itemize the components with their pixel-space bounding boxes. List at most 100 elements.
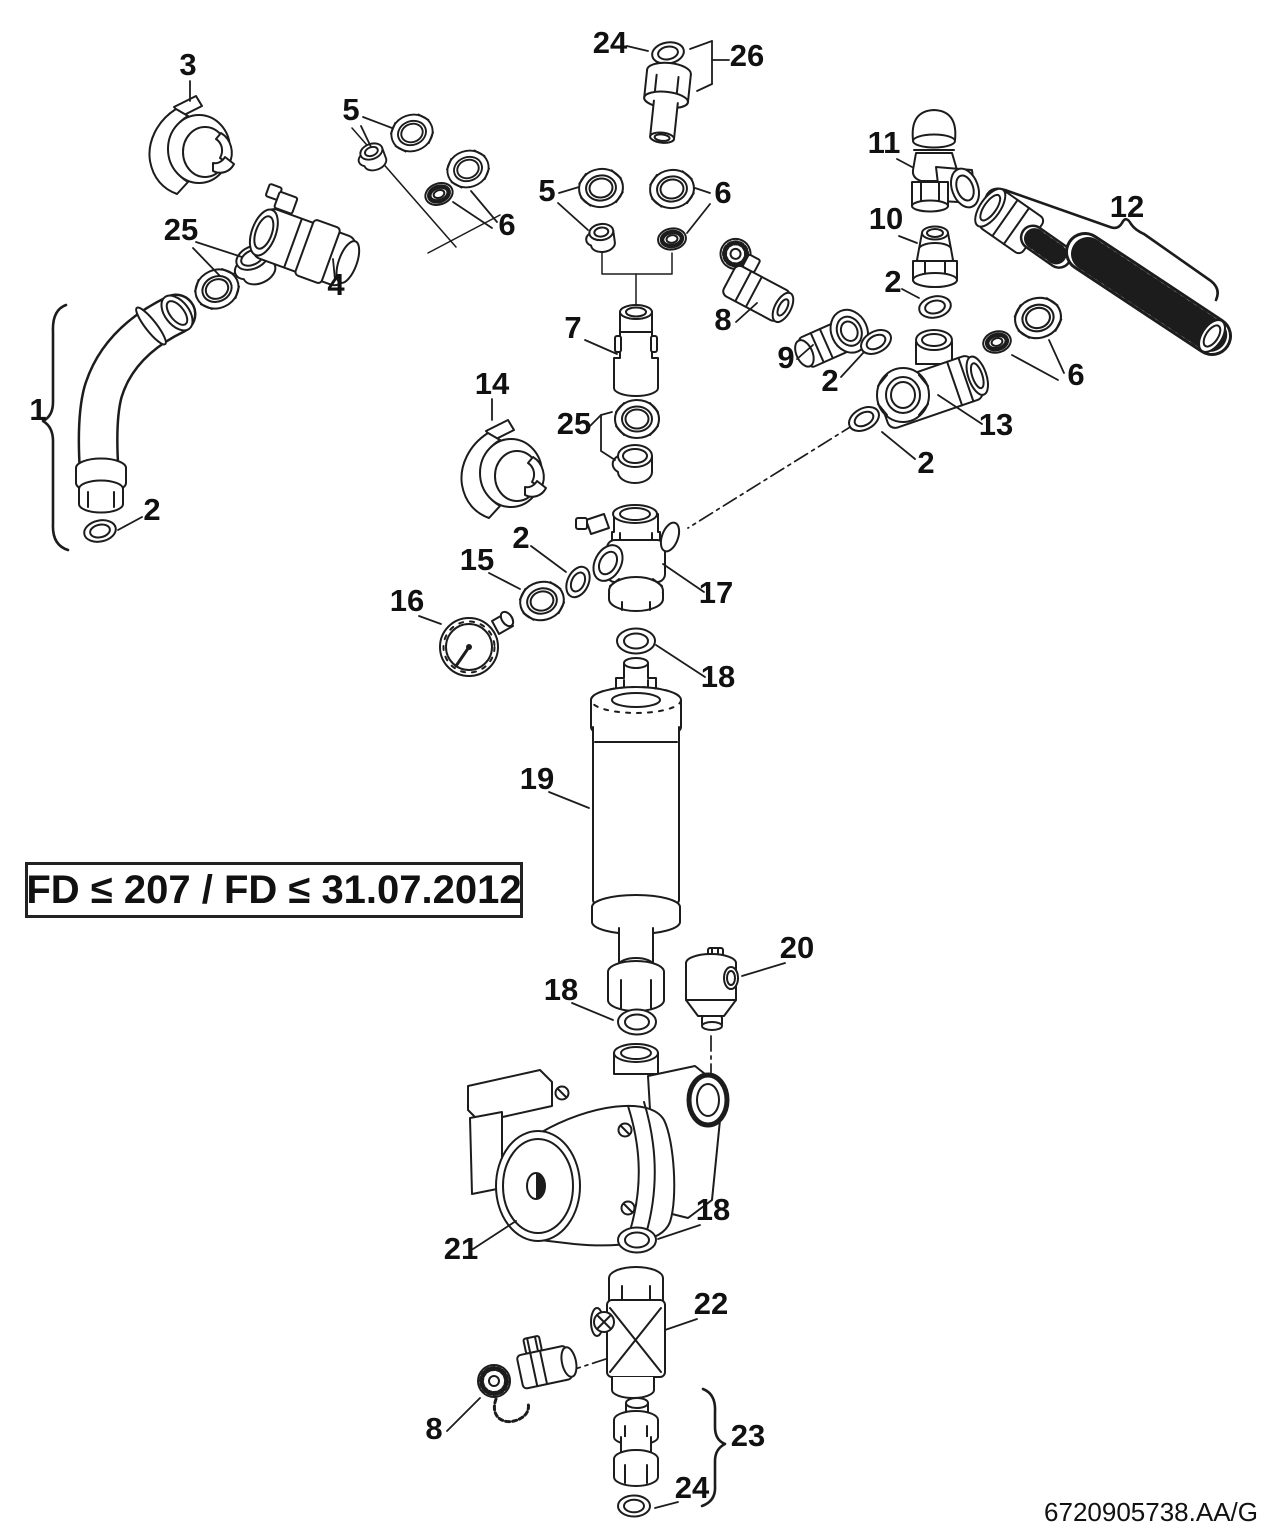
part-6-union-nut [646,166,698,212]
callout-number-2: 2 [884,264,901,299]
callout-number-25: 25 [164,212,198,247]
callout-leader-line [686,203,711,234]
part-21-circulation-pump [467,1043,730,1247]
part-2-washer [81,516,119,546]
part-9-union-coupling [794,308,870,368]
callout-leader-line [1048,339,1065,374]
callout-leader-line [901,288,920,299]
part-5-nipple [583,221,617,256]
part-4-valve-cartridge [248,183,361,287]
part-7-coupler-pipe [613,304,659,397]
callout-number-17: 17 [699,575,733,610]
part-6-oring [657,227,688,252]
part-14-locking-clamp [460,419,547,519]
callout-leader-line [548,791,590,809]
callout-leader-line [694,187,711,194]
callout-number-9: 9 [777,340,794,375]
callout-number-24: 24 [675,1470,710,1505]
callout-number-22: 22 [694,1286,728,1321]
callout-leader-line [696,83,713,92]
callout-leader-line [332,258,336,281]
variant-label-box: FD ≤ 207 / FD ≤ 31.07.2012 [25,862,523,918]
part-18-gasket [616,627,656,655]
part-25-nut [614,399,660,439]
callout-leader-line [362,116,393,129]
variant-label: FD ≤ 207 / FD ≤ 31.07.2012 [26,867,522,912]
callout-number-8: 8 [714,302,731,337]
callout-number-4: 4 [327,267,345,302]
callout-leader-line [689,40,713,50]
callout-leader-line [195,241,243,258]
part-26-adapter-fitting [643,61,692,144]
part-2-washer [843,401,885,437]
part-19-separator-cylinder [590,657,682,1012]
part-18-gasket [617,1226,657,1254]
callout-number-13: 13 [979,407,1013,442]
part-18-gasket [617,1008,657,1036]
callout-leader-line [896,158,913,168]
part-20-air-vent [685,947,739,1031]
callout-number-12: 12 [1110,189,1144,224]
callout-leader-line [571,1002,614,1021]
callout-number-23: 23 [731,1418,765,1453]
callout-number-1: 1 [29,392,46,427]
part-6-union-nut [1009,291,1067,345]
callout-number-15: 15 [460,542,494,577]
callout-leader-line [840,351,865,378]
callout-number-2: 2 [917,445,934,480]
callout-number-6: 6 [714,175,731,210]
callout-leader-line [192,247,221,277]
part-13-tee-fitting [876,329,989,429]
callout-leader-line [664,1318,698,1331]
callout-number-18: 18 [544,972,578,1007]
callout-leader-line [418,615,442,625]
callout-leader-line [584,339,618,355]
callout-leader-line [470,190,498,223]
callout-number-20: 20 [780,930,814,965]
callout-leader-line [881,431,916,460]
bracket-part-23 [700,1387,727,1508]
callout-number-25: 25 [557,406,591,441]
callout-number-2: 2 [821,363,838,398]
part-5-union-nut [575,165,627,211]
callout-leader-line [452,201,493,229]
callout-number-6: 6 [1067,357,1084,392]
callout-number-5: 5 [538,173,555,208]
callout-leader-line [530,545,567,573]
part-3-locking-clamp [148,95,235,195]
callout-number-14: 14 [475,366,510,401]
callout-number-26: 26 [730,38,764,73]
callout-number-11: 11 [868,125,901,160]
part-6-oring [981,328,1013,356]
part-25-sleeve [611,444,653,484]
callout-leader-line [937,394,983,425]
callout-number-5: 5 [342,92,359,127]
callout-leader-line [446,1397,481,1432]
part-5-nipple [353,139,390,176]
bracket-part-1 [41,303,70,552]
callout-leader-line [626,45,649,52]
part-11-safety-valve [911,109,981,213]
callout-leader-line [558,186,580,194]
callout-leader-line [655,644,706,678]
part-24-gasket [617,1494,651,1518]
callout-number-3: 3 [179,47,196,82]
part-10-connection-fitting [912,225,958,288]
callout-leader-line [898,235,918,244]
callout-leader-line [657,1224,701,1240]
callout-leader-line [796,344,814,360]
part-8-fill-valve [719,237,795,324]
callout-number-8: 8 [425,1411,442,1446]
callout-number-16: 16 [390,583,424,618]
callout-leader-line [557,202,589,231]
part-8-drain-valve [477,1335,578,1424]
part-17-valve-body [575,504,681,612]
part-23-union-connector [613,1397,659,1487]
callout-number-10: 10 [869,201,903,236]
callout-number-6: 6 [498,207,515,242]
callout-number-2: 2 [143,492,160,527]
callout-leader-line [600,414,616,461]
